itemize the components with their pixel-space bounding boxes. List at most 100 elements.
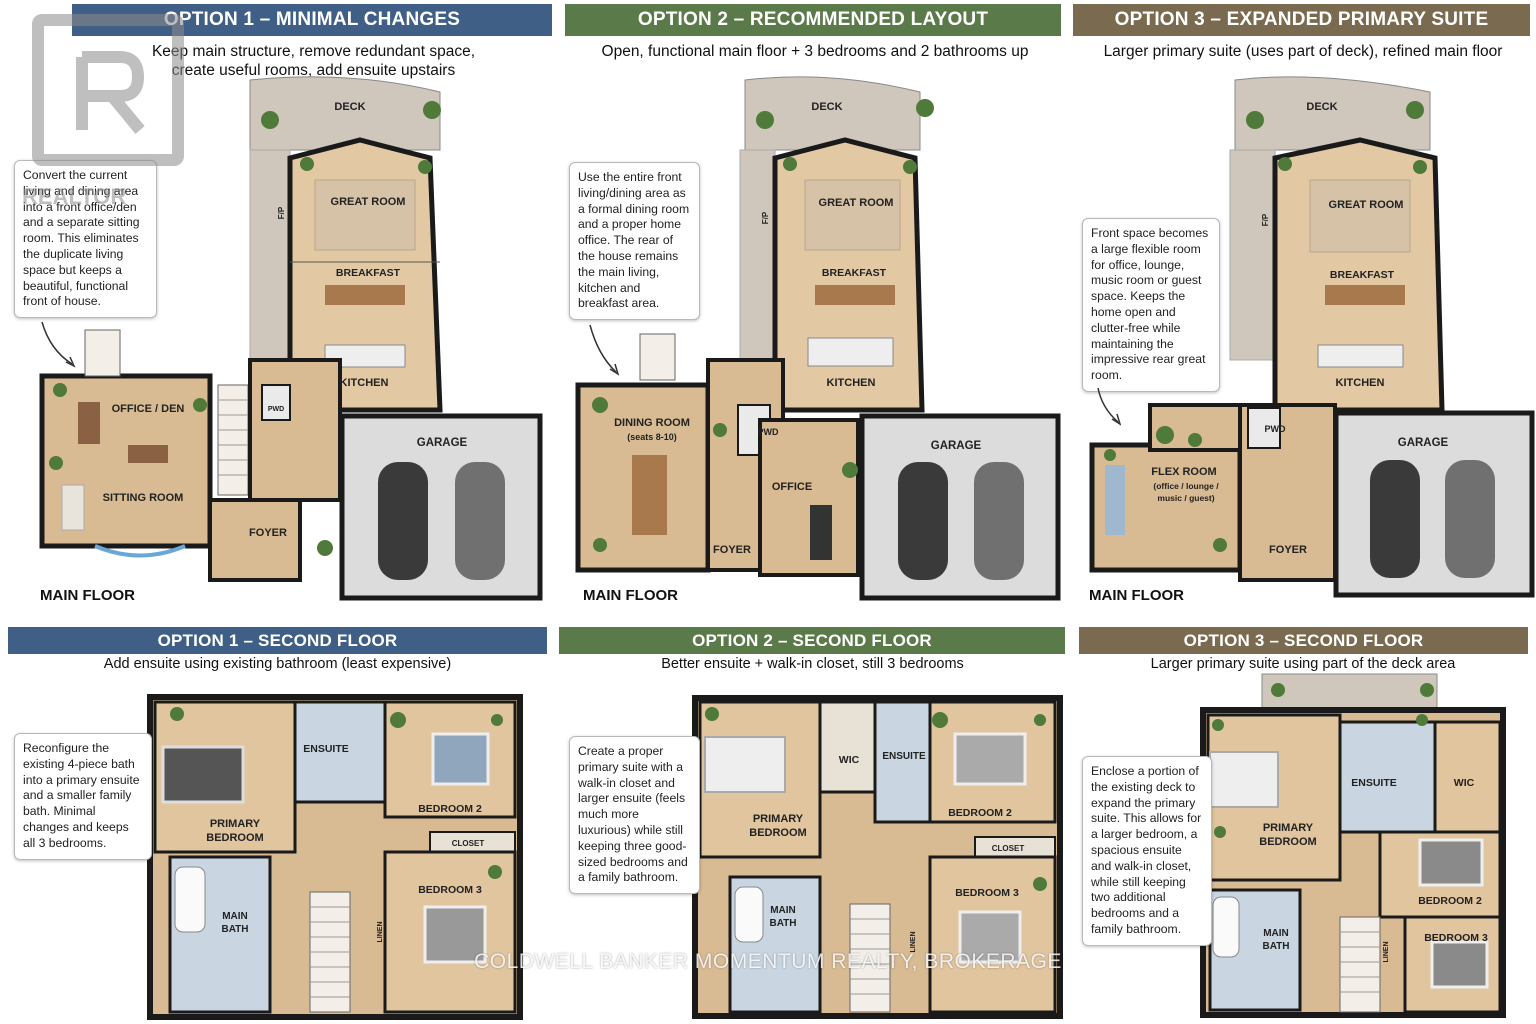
car-1 bbox=[378, 462, 428, 580]
bedroom2-label: BEDROOM 2 bbox=[1418, 895, 1482, 907]
plants bbox=[1212, 683, 1434, 838]
main-bath-label-1: MAIN bbox=[770, 905, 796, 916]
deck-label: DECK bbox=[811, 101, 842, 113]
bedroom3-bed bbox=[958, 910, 1022, 964]
exterior-stairs bbox=[84, 329, 121, 377]
option3-second-panel: OPTION 3 – SECOND FLOOR Larger primary s… bbox=[1070, 622, 1536, 1024]
side-deck bbox=[739, 149, 776, 366]
note-text: Enclose a portion of the existing deck t… bbox=[1091, 764, 1202, 936]
primary-label-1: PRIMARY bbox=[753, 813, 804, 825]
option2-main-subtitle: Open, functional main floor + 3 bedrooms… bbox=[601, 43, 1029, 60]
breakfast-label: BREAKFAST bbox=[336, 267, 401, 279]
kitchen-label: KITCHEN bbox=[827, 377, 876, 389]
note-text: Use the entire front living/dining area … bbox=[578, 170, 690, 311]
flex-room-sub-1: (office / lounge / bbox=[1153, 481, 1219, 491]
bedroom3-label: BEDROOM 3 bbox=[1424, 932, 1488, 944]
foyer-label: FOYER bbox=[713, 544, 751, 556]
main-bath-label-1: MAIN bbox=[222, 911, 248, 922]
breakfast-label: BREAKFAST bbox=[1330, 269, 1395, 281]
option2-second-banner: OPTION 2 – SECOND FLOOR bbox=[559, 627, 1065, 654]
bedroom3-bed bbox=[423, 905, 487, 964]
option3-main-note: Front space becomes a large flexible roo… bbox=[1082, 218, 1220, 392]
garage-label: GARAGE bbox=[1398, 437, 1449, 449]
flex-sofa bbox=[1105, 465, 1125, 535]
breakfast-table bbox=[815, 285, 895, 305]
note-text: Front space becomes a large flexible roo… bbox=[1091, 226, 1209, 383]
deck bbox=[1234, 76, 1431, 151]
primary-label-2: BEDROOM bbox=[749, 827, 806, 839]
pwd-label: PWD bbox=[1265, 424, 1286, 434]
option1-second-note: Reconfigure the existing 4-piece bath in… bbox=[14, 733, 152, 860]
fireplace-label: F/P bbox=[277, 206, 286, 219]
foyer-label: FOYER bbox=[1269, 544, 1307, 556]
garage bbox=[859, 413, 1061, 601]
deck bbox=[249, 76, 441, 151]
bay-window bbox=[94, 544, 186, 558]
stair-treads bbox=[310, 906, 350, 998]
option3-second-banner: OPTION 3 – SECOND FLOOR bbox=[1079, 627, 1528, 654]
bedroom2-bed bbox=[431, 732, 490, 786]
note-arrow bbox=[1097, 387, 1122, 426]
great-room-label: GREAT ROOM bbox=[819, 197, 894, 209]
breakfast-label: BREAKFAST bbox=[822, 267, 887, 279]
exterior-stairs bbox=[639, 333, 676, 381]
brokerage-watermark: COLDWELL BANKER MOMENTUM REALTY, BROKERA… bbox=[474, 950, 1062, 973]
option1-main-floorplan: DECK GREAT ROOM BREAKFAST KITCHEN OFFICE… bbox=[39, 76, 543, 601]
option3-floor-label: MAIN FLOOR bbox=[1089, 587, 1184, 604]
option3-main-panel: OPTION 3 – EXPANDED PRIMARY SUITE Larger… bbox=[1070, 0, 1536, 615]
stairs bbox=[217, 384, 249, 496]
breakfast-table bbox=[1325, 285, 1405, 305]
option1-second-panel: OPTION 1 – SECOND FLOOR Add ensuite usin… bbox=[0, 622, 555, 1024]
office-desk bbox=[810, 505, 832, 560]
dining-room-sub: (seats 8-10) bbox=[627, 432, 677, 442]
linen-label: LINEN bbox=[1383, 942, 1390, 963]
subtitle-line: Keep main structure, remove redundant sp… bbox=[151, 43, 476, 60]
bedroom2-bed bbox=[1418, 838, 1484, 887]
note-text: Convert the current living and dining ar… bbox=[23, 168, 140, 309]
wic-room bbox=[1433, 720, 1502, 834]
main-bath-label-2: BATH bbox=[769, 918, 796, 929]
hall bbox=[248, 358, 342, 502]
bathtub bbox=[174, 866, 206, 933]
linen-label: LINEN bbox=[377, 922, 384, 943]
main-bath-label-1: MAIN bbox=[1263, 928, 1289, 939]
plants bbox=[49, 101, 441, 556]
kitchen-island bbox=[807, 337, 894, 367]
breakfast-table bbox=[325, 285, 405, 305]
foyer-label: FOYER bbox=[249, 527, 287, 539]
stair-treads bbox=[850, 918, 890, 995]
ensuite-room bbox=[873, 700, 932, 824]
closet-label: CLOSET bbox=[452, 839, 485, 848]
option2-main-floorplan: DECK GREAT ROOM BREAKFAST KITCHEN DINING… bbox=[575, 76, 1061, 601]
option2-second-floorplan: PRIMARY BEDROOM WIC ENSUITE BEDROOM 2 CL… bbox=[692, 695, 1063, 1019]
garage-label: GARAGE bbox=[931, 440, 982, 452]
main-bath-label-2: BATH bbox=[221, 924, 248, 935]
garage bbox=[1333, 410, 1535, 598]
wic-label: WIC bbox=[839, 754, 860, 766]
ensuite-label: ENSUITE bbox=[1351, 777, 1397, 789]
pwd-label: PWD bbox=[268, 406, 284, 413]
flex-room-label: FLEX ROOM bbox=[1151, 466, 1216, 478]
option3-second-subtitle: Larger primary suite using part of the d… bbox=[1150, 656, 1456, 672]
stair-treads bbox=[1340, 931, 1380, 993]
plants bbox=[592, 99, 934, 552]
office-den-label: OFFICE / DEN bbox=[112, 403, 185, 415]
great-room-label: GREAT ROOM bbox=[1329, 199, 1404, 211]
fireplace-label: F/P bbox=[1261, 213, 1270, 226]
car-1 bbox=[1370, 460, 1420, 578]
option2-main-note: Use the entire front living/dining area … bbox=[569, 162, 700, 321]
option2-floor-label: MAIN FLOOR bbox=[583, 587, 678, 604]
fireplace-label: F/P bbox=[761, 211, 770, 224]
deck-label: DECK bbox=[334, 101, 365, 113]
great-room-rug bbox=[314, 179, 416, 251]
garage bbox=[339, 413, 543, 601]
great-room-rug bbox=[804, 179, 901, 251]
car-1 bbox=[898, 462, 948, 580]
primary-bed bbox=[161, 745, 245, 804]
dining-room-label: DINING ROOM bbox=[614, 417, 690, 429]
option1-second-floorplan: PRIMARY BEDROOM ENSUITE BEDROOM 2 CLOSET… bbox=[147, 694, 523, 1020]
option3-second-title: OPTION 3 – SECOND FLOOR bbox=[1183, 631, 1424, 650]
linen-label: LINEN bbox=[910, 932, 917, 953]
car-2 bbox=[455, 462, 505, 580]
primary-bed bbox=[1209, 751, 1279, 808]
